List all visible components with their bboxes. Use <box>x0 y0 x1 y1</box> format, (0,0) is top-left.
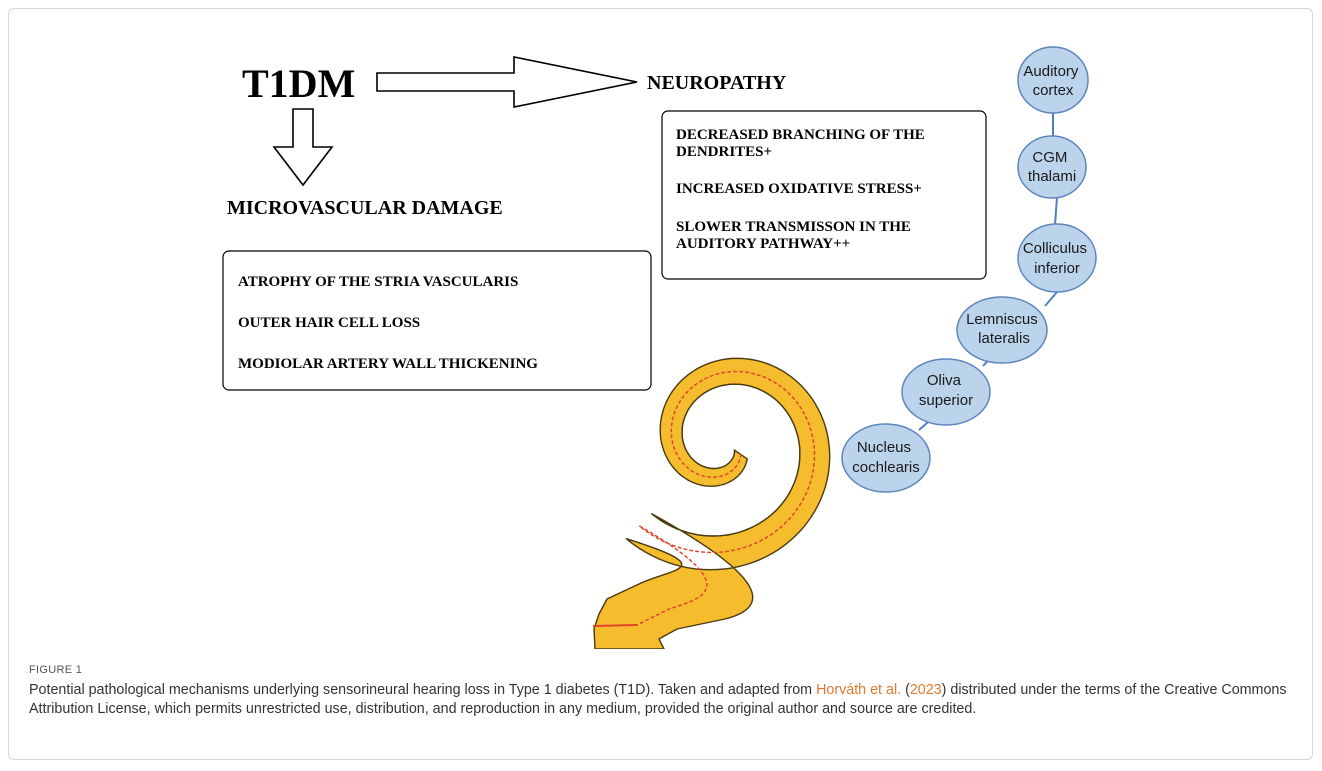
cochlea-illustration <box>592 357 831 649</box>
node-nucleus-cochlearis: Nucleus cochlearis <box>841 423 931 493</box>
neuropathy-item-1: DECREASED BRANCHING OF THE DENDRITES+ <box>676 127 929 160</box>
node-nucleus-cochlearis-line-2: cochlearis <box>852 459 920 476</box>
t1dm-label: T1DM <box>242 61 355 106</box>
svg-text:Colliculus inferior: Colliculus inferior <box>1023 240 1091 277</box>
node-lemniscus-lateralis: Lemniscus lateralis <box>956 296 1048 364</box>
node-cgm-thalami-line-1: CGM <box>1032 149 1067 166</box>
svg-text:Lemniscus lateralis: Lemniscus lateralis <box>966 311 1042 347</box>
neuropathy-heading: NEUROPATHY <box>647 72 787 94</box>
microvascular-item-3: MODIOLAR ARTERY WALL THICKENING <box>238 356 538 372</box>
figure-frame: T1DM NEUROPATHY MICROVASCULAR DAMAGE DEC… <box>8 8 1313 760</box>
caption-text-after: distributed under the terms of the Creat… <box>29 682 1287 717</box>
microvascular-item-1: ATROPHY OF THE STRIA VASCULARIS <box>238 274 518 290</box>
svg-text:Auditory cortex: Auditory cortex <box>1023 63 1082 99</box>
citation-author-link[interactable]: Horváth et al. <box>816 682 902 698</box>
cochlea-inner-edge <box>651 383 801 537</box>
microvascular-box <box>222 250 652 391</box>
node-nucleus-cochlearis-line-1: Nucleus <box>857 439 911 456</box>
caption-text-before: Potential pathological mechanisms underl… <box>29 682 817 698</box>
neuropathy-item-3: SLOWER TRANSMISSON IN THE AUDITORY PATHW… <box>676 219 915 252</box>
node-cgm-thalami: CGM thalami <box>1017 135 1087 199</box>
pathology-diagram: T1DM NEUROPATHY MICROVASCULAR DAMAGE DEC… <box>222 46 1097 649</box>
node-colliculus-inferior-line-1: Colliculus <box>1023 240 1087 257</box>
node-oliva-superior: Oliva superior <box>901 358 991 426</box>
node-colliculus-inferior: Colliculus inferior <box>1017 223 1097 293</box>
cochlea-base-red-segment <box>592 624 638 627</box>
cochlea-dotted-line <box>636 370 816 626</box>
svg-text:CGM thalami: CGM thalami <box>1028 149 1076 185</box>
neuropathy-item-2: INCREASED OXIDATIVE STRESS+ <box>676 181 922 197</box>
arrow-right-to-neuropathy <box>376 56 638 108</box>
citation-year-link[interactable]: 2023 <box>909 682 942 698</box>
node-lemniscus-lateralis-line-1: Lemniscus <box>966 311 1038 328</box>
node-lemniscus-lateralis-line-2: lateralis <box>978 330 1030 347</box>
node-auditory-cortex-line-1: Auditory <box>1023 63 1079 80</box>
caption-cite-open: ( <box>901 682 910 698</box>
neuropathy-item-3-line-2: AUDITORY PATHWAY++ <box>676 236 850 252</box>
node-colliculus-inferior-line-2: inferior <box>1034 260 1080 277</box>
microvascular-heading: MICROVASCULAR DAMAGE <box>227 197 503 219</box>
caption-cite-close: ) <box>941 682 947 698</box>
node-oliva-superior-line-1: Oliva <box>927 372 962 389</box>
node-auditory-cortex-line-2: cortex <box>1033 82 1074 99</box>
neuropathy-box <box>661 110 987 280</box>
cochlea-shape <box>593 357 831 649</box>
svg-text:Nucleus cochlearis: Nucleus cochlearis <box>852 439 920 476</box>
neuropathy-item-1-line-1: DECREASED BRANCHING OF THE <box>676 127 925 143</box>
neuropathy-item-1-line-2: DENDRITES+ <box>676 144 772 160</box>
microvascular-item-2: OUTER HAIR CELL LOSS <box>238 315 420 331</box>
figure-caption: Potential pathological mechanisms underl… <box>29 681 1309 719</box>
node-auditory-cortex: Auditory cortex <box>1017 46 1089 114</box>
arrow-down-to-microvascular <box>272 108 334 187</box>
node-oliva-superior-line-2: superior <box>919 392 973 409</box>
neuropathy-item-3-line-1: SLOWER TRANSMISSON IN THE <box>676 219 911 235</box>
connector-colliculus-cgm <box>1054 196 1058 226</box>
connector-lemniscus-colliculus <box>1044 291 1058 307</box>
figure-label: FIGURE 1 <box>29 664 83 676</box>
node-cgm-thalami-line-2: thalami <box>1028 168 1076 185</box>
svg-text:Oliva superior: Oliva superior <box>919 372 973 409</box>
